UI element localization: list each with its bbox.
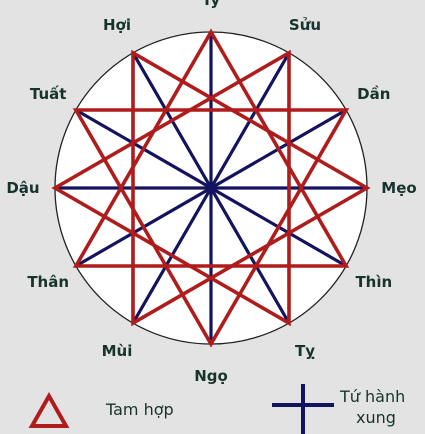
branch-label-dau: Dậu xyxy=(6,179,39,197)
branch-label-than: Thân xyxy=(27,273,69,291)
branch-label-meo: Mẹo xyxy=(381,179,416,197)
branch-label-ty: Tỵ xyxy=(295,342,315,360)
branch-label-ngo: Ngọ xyxy=(194,367,228,385)
tu-hanh-xung-lines xyxy=(55,32,367,344)
branch-label-thin: Thìn xyxy=(355,273,392,291)
tam-hop-triangle-meo-mui-hoi xyxy=(131,49,371,327)
legend-triangle-icon xyxy=(28,391,70,428)
branch-label-hoi: Hợi xyxy=(103,16,131,34)
branch-label-mui: Mùi xyxy=(102,342,133,360)
xung-line-ty-hoi xyxy=(131,52,291,324)
tam-hop-triangle-ty-thin-than xyxy=(72,28,350,268)
branch-label-tuat: Tuất xyxy=(30,85,67,103)
tam-hop-triangle-dan-ngo-tuat xyxy=(72,108,350,348)
branch-label-dan: Dần xyxy=(357,85,390,103)
legend-tu-hanh-xung-label-line2: xung xyxy=(356,408,396,427)
legend-tam-hop-label: Tam hợp xyxy=(105,400,174,419)
branch-label-ty: Tý xyxy=(202,0,220,9)
branch-label-suu: Sửu xyxy=(289,16,321,34)
tam-hop-triangles xyxy=(51,28,371,348)
tam-hop-triangle-suu-ty-dau xyxy=(51,49,291,327)
legend-tu-hanh-xung-label-line1: Tứ hành xyxy=(339,387,405,406)
